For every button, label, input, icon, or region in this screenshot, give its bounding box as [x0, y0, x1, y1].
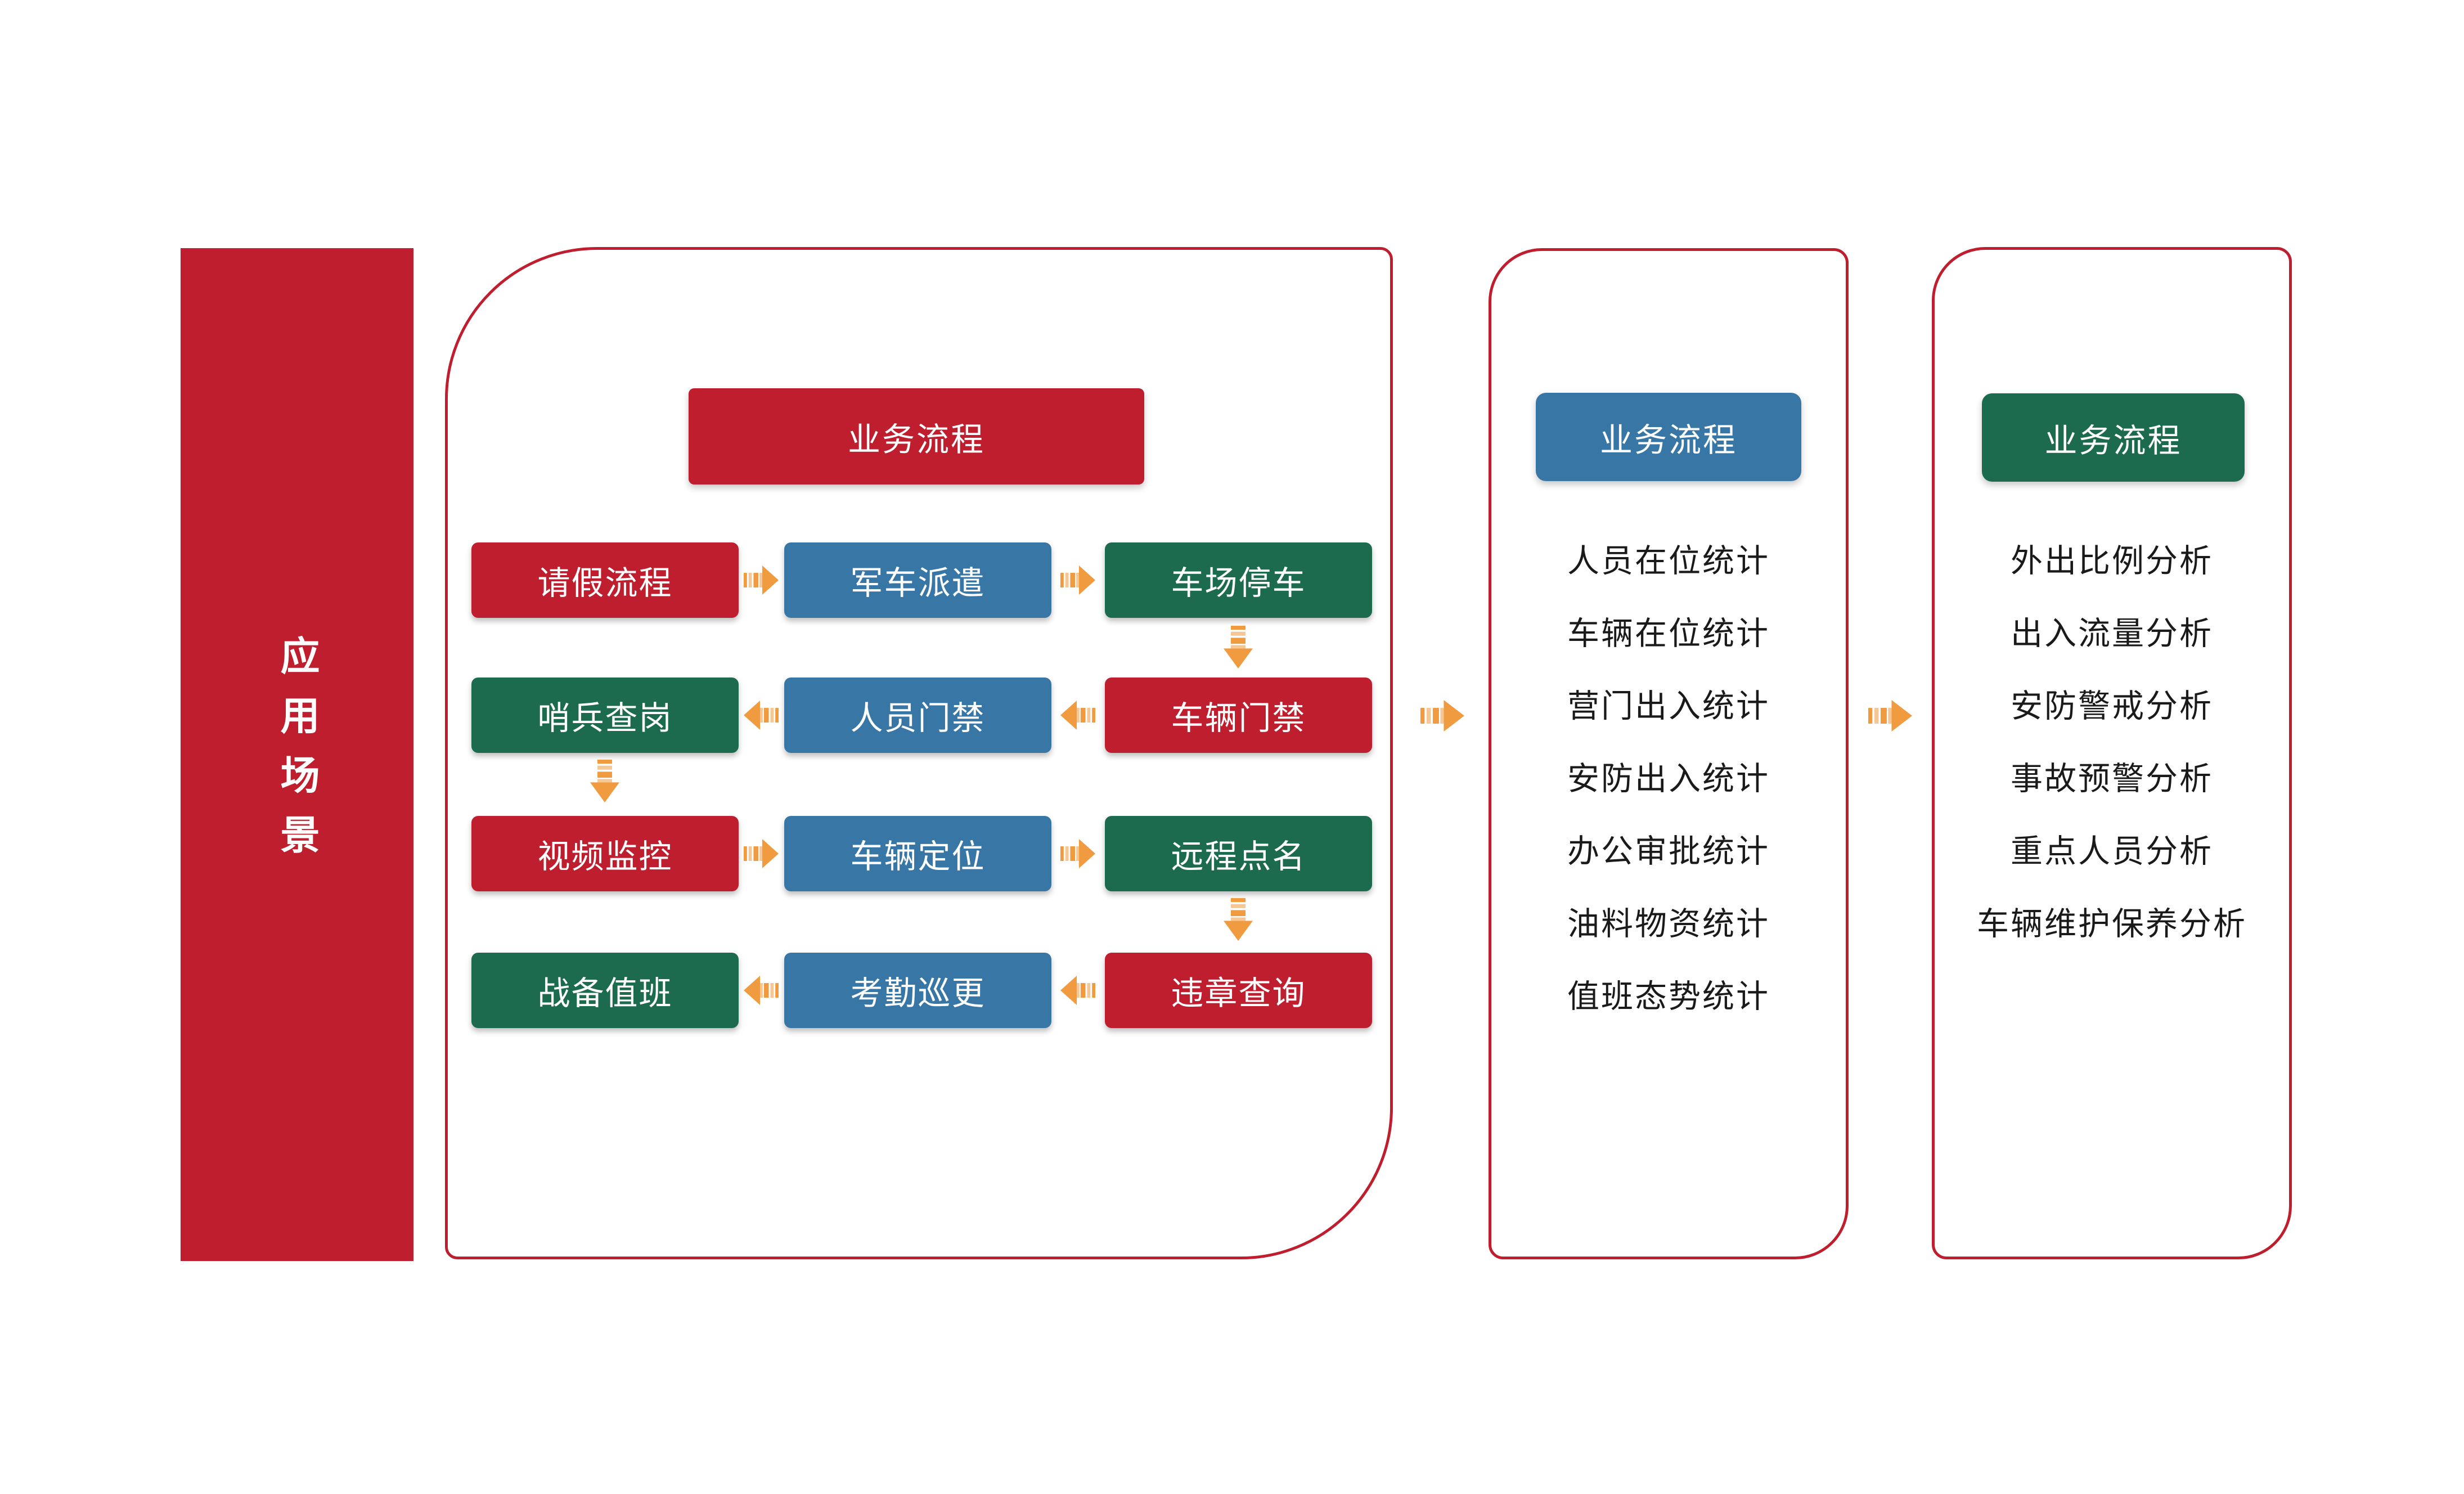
flow-arrow-left-icon: [1060, 976, 1095, 1005]
flow-box: 车辆定位: [784, 816, 1051, 891]
list-item: 营门出入统计: [1567, 688, 1770, 724]
application-scenarios-bar: 应用场景: [181, 248, 413, 1261]
flow-box: 军车派遣: [784, 542, 1051, 618]
flow-box: 人员门禁: [784, 678, 1051, 753]
panel-arrow-right-icon: [1868, 700, 1912, 732]
flow-box: 违章查询: [1105, 953, 1372, 1028]
list-item: 出入流量分析: [2011, 615, 2213, 652]
flow-arrow-right-icon: [744, 566, 779, 595]
flow-box: 哨兵查岗: [471, 678, 739, 753]
list-item: 车辆在位统计: [1567, 615, 1770, 652]
flow-box: 考勤巡更: [784, 953, 1051, 1028]
flow-arrow-left-icon: [744, 976, 779, 1005]
flow-panel: 业务流程 请假流程 军车派遣 车场停车 哨兵查岗 人员门禁 车辆门禁 视频监控 …: [445, 247, 1393, 1259]
flow-box: 战备值班: [471, 953, 739, 1028]
list-item: 油料物资统计: [1567, 905, 1770, 942]
list-item: 办公审批统计: [1567, 833, 1770, 869]
list-item: 值班态势统计: [1567, 978, 1770, 1015]
statistics-panel: 业务流程 人员在位统计 车辆在位统计 营门出入统计 安防出入统计 办公审批统计 …: [1489, 248, 1849, 1259]
flow-box: 视频监控: [471, 816, 739, 891]
sidebar-label: 应用场景: [275, 635, 319, 874]
flow-arrow-left-icon: [744, 701, 779, 730]
flow-arrow-right-icon: [1060, 839, 1095, 868]
analysis-panel-header: 业务流程: [1982, 393, 2245, 482]
list-item: 安防出入统计: [1567, 760, 1770, 797]
statistics-list: 人员在位统计 车辆在位统计 营门出入统计 安防出入统计 办公审批统计 油料物资统…: [1491, 522, 1846, 1030]
analysis-list: 外出比例分析 出入流量分析 安防警戒分析 事故预警分析 重点人员分析 车辆维护保…: [1935, 522, 2289, 957]
flow-panel-header: 业务流程: [689, 388, 1144, 484]
list-item: 外出比例分析: [2011, 542, 2213, 579]
flow-arrow-right-icon: [744, 839, 779, 868]
list-item: 安防警戒分析: [2011, 688, 2213, 724]
flow-arrow-down-icon: [1224, 626, 1253, 669]
flow-box: 请假流程: [471, 542, 739, 618]
flow-arrow-left-icon: [1060, 701, 1095, 730]
flow-box: 车辆门禁: [1105, 678, 1372, 753]
flow-arrow-down-icon: [590, 760, 619, 802]
analysis-panel: 业务流程 外出比例分析 出入流量分析 安防警戒分析 事故预警分析 重点人员分析 …: [1932, 247, 2292, 1259]
panel-arrow-right-icon: [1420, 700, 1464, 732]
list-item: 车辆维护保养分析: [1977, 905, 2247, 942]
flow-box: 远程点名: [1105, 816, 1372, 891]
list-item: 重点人员分析: [2011, 833, 2213, 869]
list-item: 事故预警分析: [2011, 760, 2213, 797]
list-item: 人员在位统计: [1567, 542, 1770, 579]
flow-arrow-down-icon: [1224, 898, 1253, 941]
flow-arrow-right-icon: [1060, 566, 1095, 595]
statistics-panel-header: 业务流程: [1536, 393, 1801, 481]
flow-box: 车场停车: [1105, 542, 1372, 618]
